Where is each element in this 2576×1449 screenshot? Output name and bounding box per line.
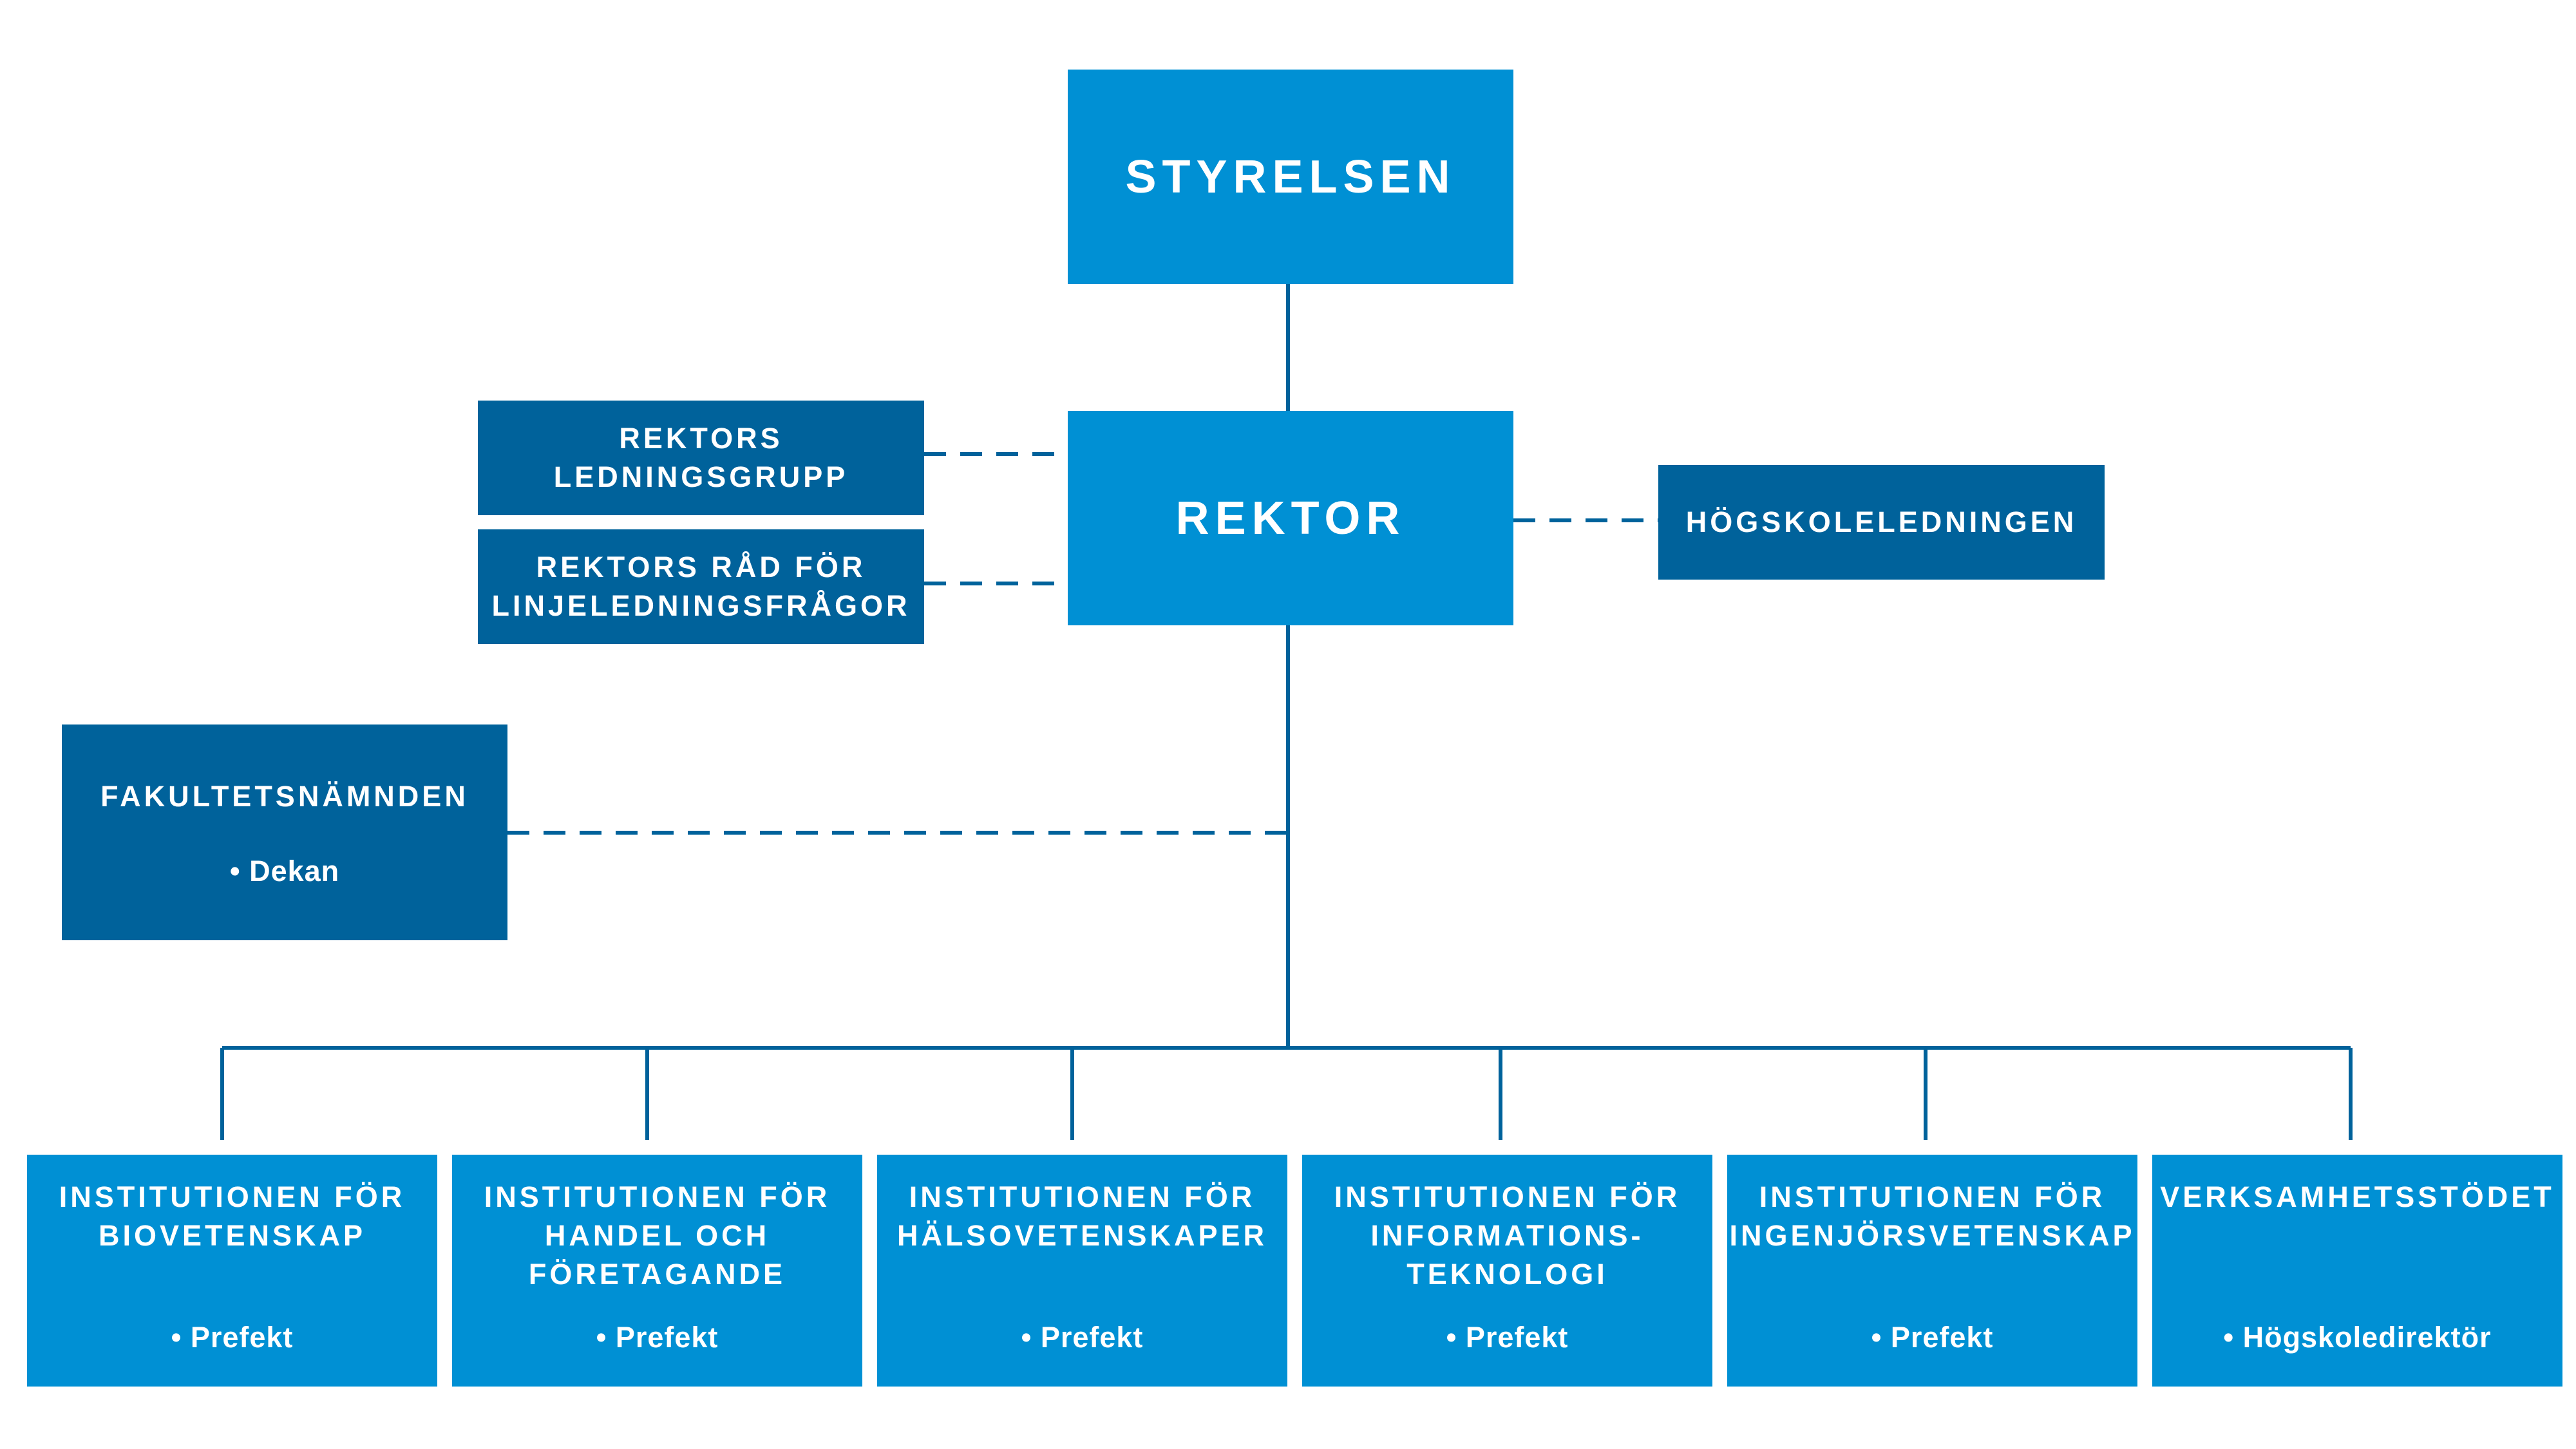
rektor-box: REKTOR (1068, 411, 1513, 625)
hogskoleledningen-label: HÖGSKOLELEDNINGEN (1685, 506, 2078, 538)
unit-label: INSTITUTIONEN FÖR HANDEL OCH FÖRETAGANDE (484, 1180, 831, 1291)
rektors-ledningsgrupp-box: REKTORS LEDNINGSGRUPP (478, 401, 924, 515)
unit-label: INSTITUTIONEN FÖR BIOVETENSKAP (59, 1180, 406, 1252)
unit-box: INSTITUTIONEN FÖR HÄLSOVETENSKAPER Prefe… (877, 1155, 1287, 1387)
unit-label: INSTITUTIONEN FÖR INGENJÖRSVETENSKAP (1729, 1180, 2136, 1252)
fakultetsnamnden-label: FAKULTETSNÄMNDEN (100, 779, 469, 813)
fakultetsnamnden-box: FAKULTETSNÄMNDEN Dekan (62, 724, 507, 940)
unit-box: INSTITUTIONEN FÖR INGENJÖRSVETENSKAP Pre… (1727, 1155, 2137, 1387)
unit-role: Prefekt (452, 1321, 862, 1354)
unit-box: INSTITUTIONEN FÖR HANDEL OCH FÖRETAGANDE… (452, 1155, 862, 1387)
rektor-label: REKTOR (1175, 492, 1406, 544)
unit-role: Prefekt (877, 1321, 1287, 1354)
rektors-rad-box: REKTORS RÅD FÖR LINJELEDNINGSFRÅGOR (478, 529, 924, 644)
styrelsen-box: STYRELSEN (1068, 70, 1513, 284)
unit-label: INSTITUTIONEN FÖR HÄLSOVETENSKAPER (896, 1180, 1268, 1252)
rektors-ledningsgrupp-label: REKTORS LEDNINGSGRUPP (553, 422, 849, 493)
styrelsen-label: STYRELSEN (1125, 151, 1456, 203)
unit-role: Prefekt (1727, 1321, 2137, 1354)
unit-label: INSTITUTIONEN FÖR INFORMATIONS- TEKNOLOG… (1334, 1180, 1681, 1291)
unit-box: VERKSAMHETSSTÖDET Högskoledirektör (2152, 1155, 2562, 1387)
unit-label: VERKSAMHETSSTÖDET (2160, 1180, 2555, 1213)
unit-role: Högskoledirektör (2152, 1321, 2562, 1354)
hogskoleledningen-box: HÖGSKOLELEDNINGEN (1658, 465, 2105, 580)
unit-role: Prefekt (27, 1321, 437, 1354)
unit-role: Prefekt (1302, 1321, 1712, 1354)
rektors-rad-label: REKTORS RÅD FÖR LINJELEDNINGSFRÅGOR (491, 551, 911, 622)
unit-box: INSTITUTIONEN FÖR BIOVETENSKAP Prefekt (27, 1155, 437, 1387)
fakultetsnamnden-role: Dekan (230, 855, 339, 888)
unit-box: INSTITUTIONEN FÖR INFORMATIONS- TEKNOLOG… (1302, 1155, 1712, 1387)
